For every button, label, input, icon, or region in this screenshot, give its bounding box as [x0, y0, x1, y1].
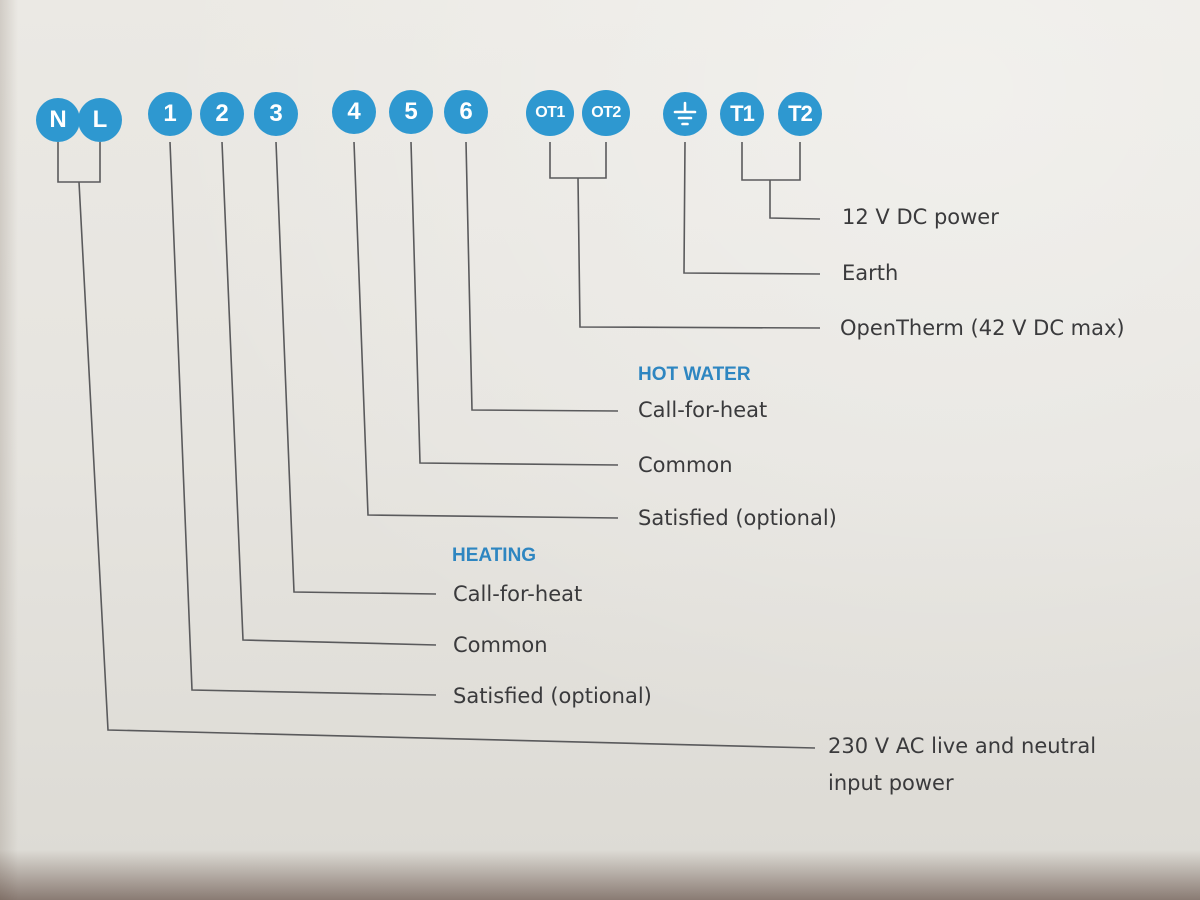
terminal-n: N	[36, 98, 80, 142]
wire-t-bracket	[741, 142, 801, 181]
label-h-call-for-heat: Call-for-heat	[453, 582, 583, 606]
label-hw-satisfied: Satisfied (optional)	[638, 506, 837, 530]
label-mains-line2: input power	[828, 771, 954, 795]
terminal-2: 2	[200, 92, 244, 136]
label-opentherm: OpenTherm (42 V DC max)	[840, 316, 1125, 340]
label-mains-line1: 230 V AC live and neutral	[828, 734, 1097, 758]
terminal-ot2: OT2	[582, 90, 630, 136]
wire-terminal-1	[169, 141, 437, 696]
terminal-5: 5	[389, 90, 433, 134]
wire-earth	[683, 141, 821, 275]
wire-terminal-3	[275, 141, 437, 595]
wire-mains	[78, 181, 816, 749]
wire-terminal-5	[410, 141, 619, 466]
wire-terminal-4	[353, 141, 619, 519]
terminal-earth	[663, 92, 707, 136]
wire-terminal-6	[465, 141, 619, 412]
label-hw-call-for-heat: Call-for-heat	[638, 398, 768, 422]
section-hot-water: HOT WATER	[638, 364, 751, 385]
terminal-4: 4	[332, 90, 376, 134]
wire-ot-bracket	[549, 142, 607, 179]
earth-ground-icon	[673, 101, 697, 126]
label-earth: Earth	[842, 261, 899, 285]
label-dc-power: 12 V DC power	[842, 205, 999, 229]
terminal-3: 3	[254, 92, 298, 136]
terminal-ot1: OT1	[526, 90, 574, 136]
label-hw-common: Common	[638, 453, 733, 477]
section-heating: HEATING	[452, 545, 537, 566]
label-h-common: Common	[453, 633, 548, 657]
terminal-1: 1	[148, 92, 192, 136]
terminal-t2: T2	[778, 92, 822, 136]
label-h-satisfied: Satisfied (optional)	[453, 684, 652, 708]
wire-dc-power	[769, 180, 821, 220]
wire-n-l-bracket	[57, 142, 101, 183]
terminal-6: 6	[444, 90, 488, 134]
terminal-l: L	[78, 98, 122, 142]
terminal-t1: T1	[720, 92, 764, 136]
page-edge-shading	[0, 0, 18, 900]
wire-terminal-2	[221, 141, 437, 646]
wire-opentherm	[577, 177, 821, 329]
bottom-shadow	[0, 850, 1200, 900]
